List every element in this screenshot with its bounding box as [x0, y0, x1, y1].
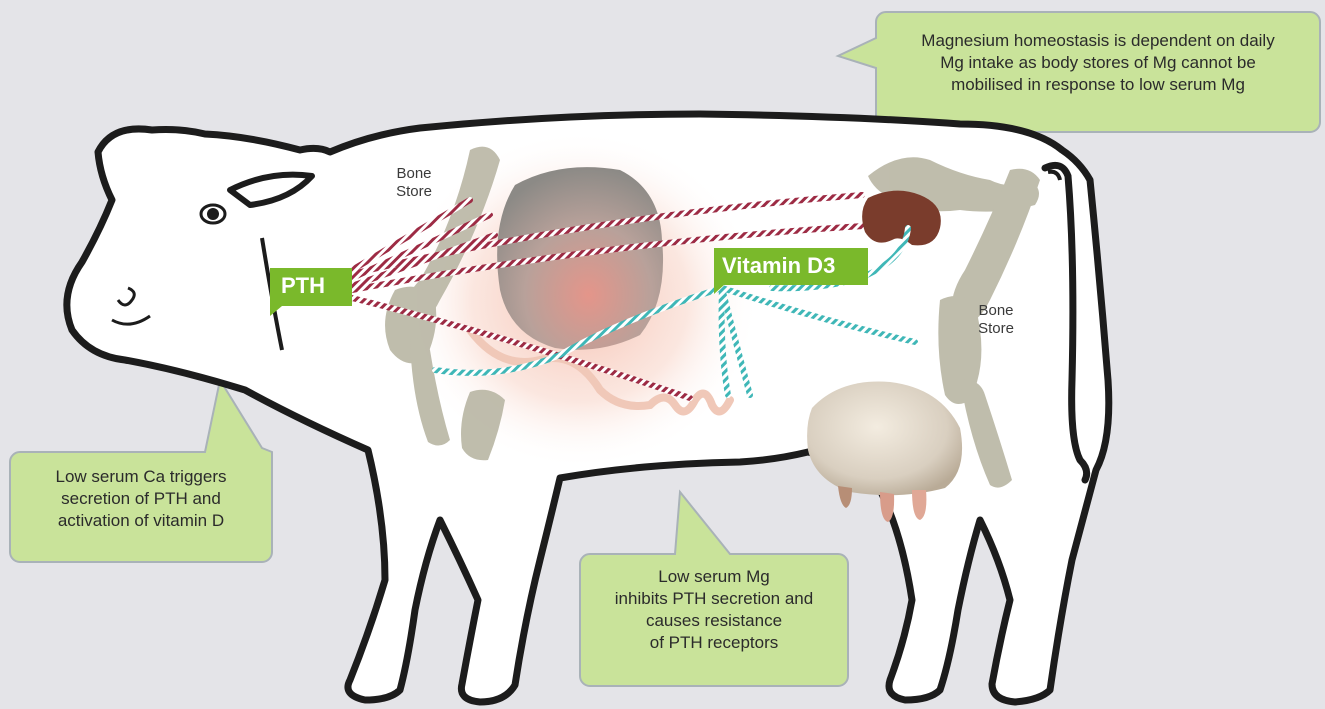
bone-store-front-label: Bone Store [386, 165, 442, 201]
eye-icon [201, 205, 225, 223]
calcium-callout: Low serum Ca triggers secretion of PTH a… [10, 466, 272, 532]
pth-label: PTH [281, 273, 325, 299]
vitamin-d3-label: Vitamin D3 [722, 253, 835, 279]
bone-store-rear-label: Bone Store [968, 302, 1024, 338]
low-mg-callout: Low serum Mg inhibits PTH secretion and … [580, 566, 848, 654]
rumen-icon [497, 167, 663, 350]
magnesium-callout: Magnesium homeostasis is dependent on da… [876, 30, 1320, 96]
